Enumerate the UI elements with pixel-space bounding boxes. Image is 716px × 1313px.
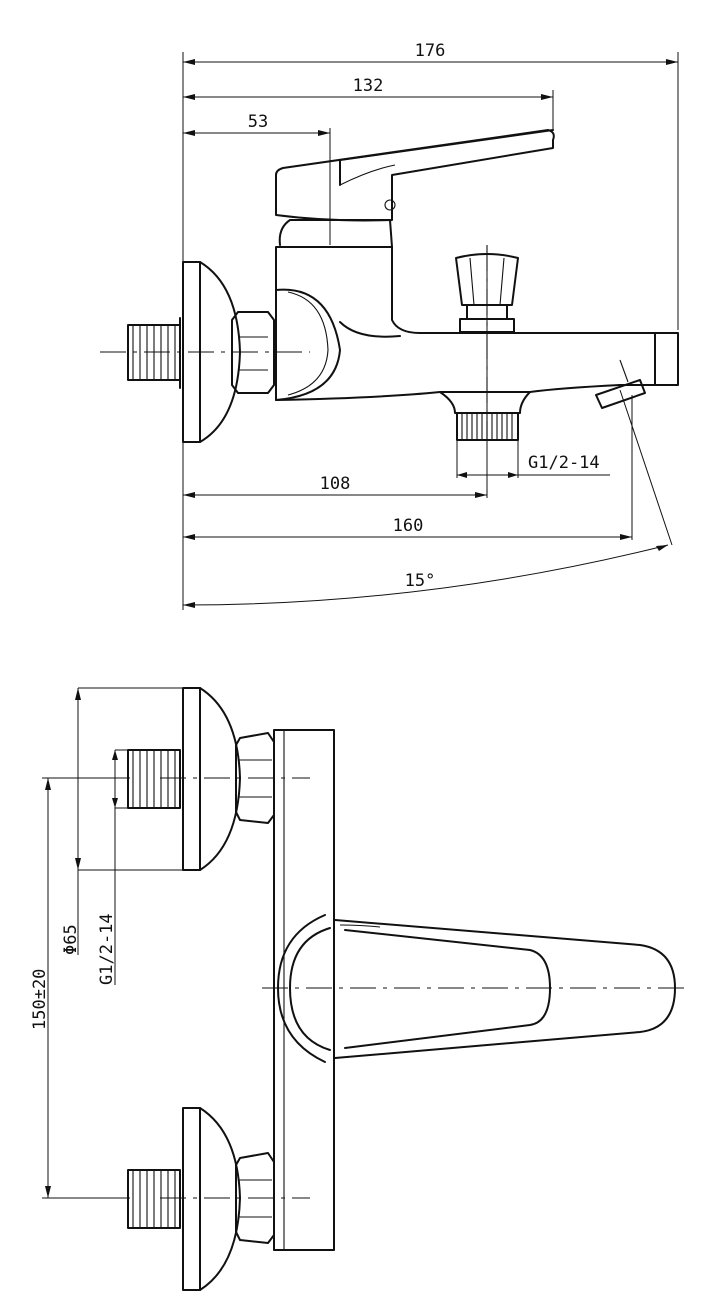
dim-label-center-distance: 150±20 xyxy=(30,969,50,1030)
spout-tip-top xyxy=(595,332,679,409)
dim-label-176: 176 xyxy=(415,41,446,61)
wall-flange-top xyxy=(182,261,241,443)
dim-label-108: 108 xyxy=(320,474,351,494)
dim-label-132: 132 xyxy=(353,76,384,96)
dim-label-53: 53 xyxy=(248,112,268,132)
outlet-top xyxy=(439,391,531,441)
dim-label-flange: Φ65 xyxy=(61,924,81,955)
upper-inlet-assembly xyxy=(127,687,275,871)
mixer-body-top xyxy=(275,246,656,401)
lower-inlet-assembly xyxy=(127,1107,275,1291)
dim-label-outlet-thread: G1/2-14 xyxy=(528,453,600,473)
diverter-knob-top xyxy=(455,253,519,333)
dim-overall-length: 176 xyxy=(183,41,678,65)
dim-flange-diameter: Φ65 xyxy=(61,688,81,955)
dim-lever-axis: 53 xyxy=(183,112,330,136)
inlet-nipple-top xyxy=(127,317,181,389)
front-view: Φ65 G1/2-14 150±20 xyxy=(30,687,690,1291)
dim-spout-angle: 15° xyxy=(182,544,669,608)
lever-handle-top xyxy=(275,129,555,248)
hex-nut-top xyxy=(231,311,275,394)
dim-outlet-thread: G1/2-14 xyxy=(456,440,610,478)
dim-label-160: 160 xyxy=(393,516,424,536)
top-view: 176 132 53 108 160 xyxy=(100,41,679,610)
dim-label-inlet-thread: G1/2-14 xyxy=(97,913,117,985)
mixer-body-front xyxy=(273,729,335,1251)
dim-wall-spout-tip: 160 xyxy=(183,516,632,540)
lever-handle-front xyxy=(277,914,676,1063)
dim-inlet-thread: G1/2-14 xyxy=(97,750,118,985)
dim-center-distance: 150±20 xyxy=(30,778,51,1198)
dim-spout-lever: 132 xyxy=(183,76,553,100)
dim-label-15deg: 15° xyxy=(405,571,436,591)
dim-wall-outlet: 108 xyxy=(183,474,487,498)
